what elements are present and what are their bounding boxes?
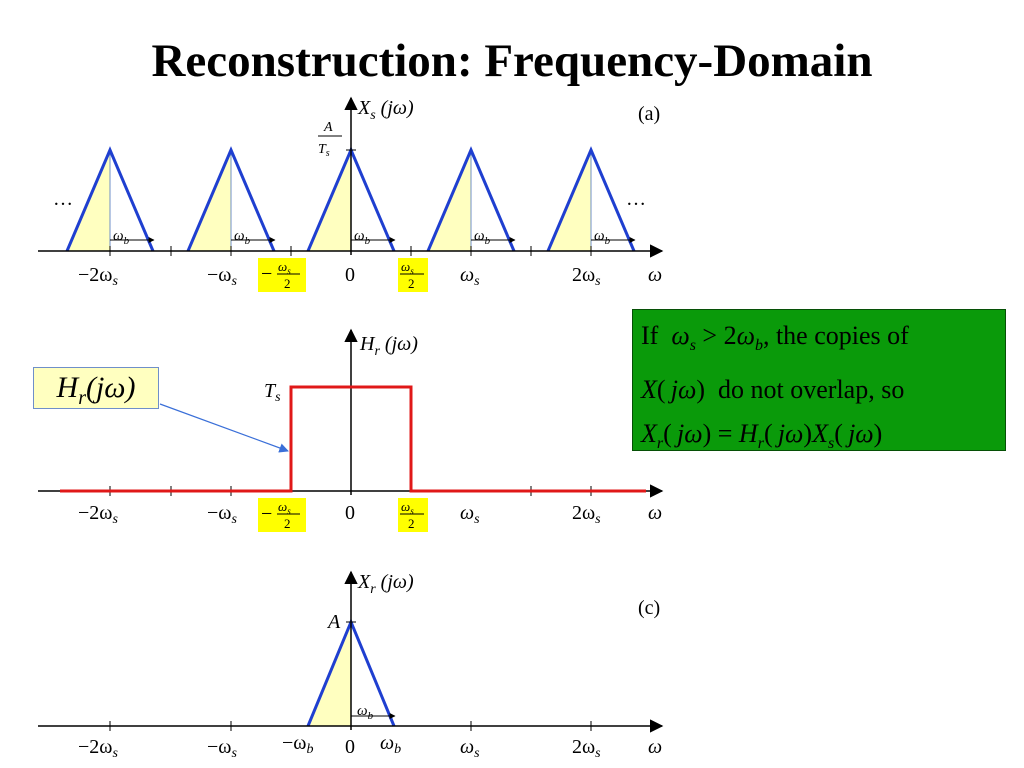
filter-callout-label: Hr(jω) xyxy=(33,367,159,409)
tick-label-highlighted: ωs 2 xyxy=(398,258,428,292)
bandwidth-label: ωb xyxy=(474,228,491,247)
plot-a: ωb ωb ωb ωb ωb xyxy=(38,96,664,292)
tick-label: −ωs xyxy=(207,502,237,527)
tick-label: −2ωs xyxy=(78,736,118,761)
spectrum-copy: ωb xyxy=(65,146,155,252)
y-axis-label: Hr (jω) xyxy=(359,333,418,359)
y-axis-label: Xs (jω) xyxy=(357,97,414,123)
x-axis-label: ω xyxy=(648,502,662,524)
tick-label: −ωs xyxy=(207,736,237,761)
panel-label-c: (c) xyxy=(638,597,660,619)
svg-text:2: 2 xyxy=(408,276,415,291)
bandwidth-label: ωb xyxy=(357,703,374,722)
ellipsis-left: … xyxy=(53,188,73,210)
tick-label: 2ωs xyxy=(572,264,601,289)
tick-label: 0 xyxy=(345,264,355,286)
tick-label: 2ωs xyxy=(572,736,601,761)
svg-text:2: 2 xyxy=(284,276,291,291)
svg-text:2: 2 xyxy=(408,516,415,531)
spectrum-copy: ωb xyxy=(426,146,516,252)
peak-label: A Ts xyxy=(318,120,342,159)
x-axis-label: ω xyxy=(648,736,662,758)
tick-label: ωs xyxy=(460,264,480,289)
condition-note: If ωs > 2ωb, the copies of X( jω) do not… xyxy=(632,309,1006,452)
spectrum-copy: ωb xyxy=(546,146,636,252)
panel-label-a: (a) xyxy=(638,103,660,125)
spectrum-copy: ωb xyxy=(186,146,276,252)
tick-label: 0 xyxy=(345,502,355,524)
plot-c: ωb Xr (jω) (c) A −2ωs −ωs −ωb 0 ωb ωs 2ω… xyxy=(38,570,664,761)
bandwidth-label: ωb xyxy=(113,228,130,247)
filter-response xyxy=(60,385,646,493)
level-label: Ts xyxy=(264,380,281,405)
tick-label: −2ωs xyxy=(78,502,118,527)
svg-text:A: A xyxy=(323,120,333,135)
svg-text:−: − xyxy=(261,503,272,525)
svg-text:2: 2 xyxy=(284,516,291,531)
ellipsis-right: … xyxy=(626,188,646,210)
tick-label: 0 xyxy=(345,736,355,758)
note-line-2: X( jω) do not overlap, so xyxy=(641,375,905,405)
tick-label-highlighted: − ωs 2 xyxy=(258,258,306,292)
callout-arrow xyxy=(159,403,289,453)
bandwidth-label: ωb xyxy=(234,228,251,247)
bandwidth-label: ωb xyxy=(354,228,371,247)
tick-label: ωs xyxy=(460,736,480,761)
svg-text:−: − xyxy=(261,263,272,285)
tick-label: 2ωs xyxy=(572,502,601,527)
bandwidth-label: ωb xyxy=(594,228,611,247)
tick-label: ωs xyxy=(460,502,480,527)
y-axis-label: Xr (jω) xyxy=(357,571,414,597)
peak-label: A xyxy=(326,611,341,633)
plot-b: Hr (jω) Ts −2ωs −ωs − ωs 2 0 ωs 2 ωs 2ωs… xyxy=(38,328,664,532)
slide-title: Reconstruction: Frequency-Domain xyxy=(151,35,873,87)
note-line-1: If ωs > 2ωb, the copies of xyxy=(641,321,909,355)
tick-label: −2ωs xyxy=(78,264,118,289)
tick-label: ωb xyxy=(380,732,401,757)
tick-label-highlighted: − ωs 2 xyxy=(258,498,306,532)
svg-text:Ts: Ts xyxy=(318,142,330,159)
x-axis-label: ω xyxy=(648,264,662,286)
tick-label: −ωs xyxy=(207,264,237,289)
note-line-3: Xr( jω) = Hr( jω)Xs( jω) xyxy=(641,419,883,453)
tick-label-highlighted: ωs 2 xyxy=(398,498,428,532)
tick-label: −ωb xyxy=(282,732,313,757)
